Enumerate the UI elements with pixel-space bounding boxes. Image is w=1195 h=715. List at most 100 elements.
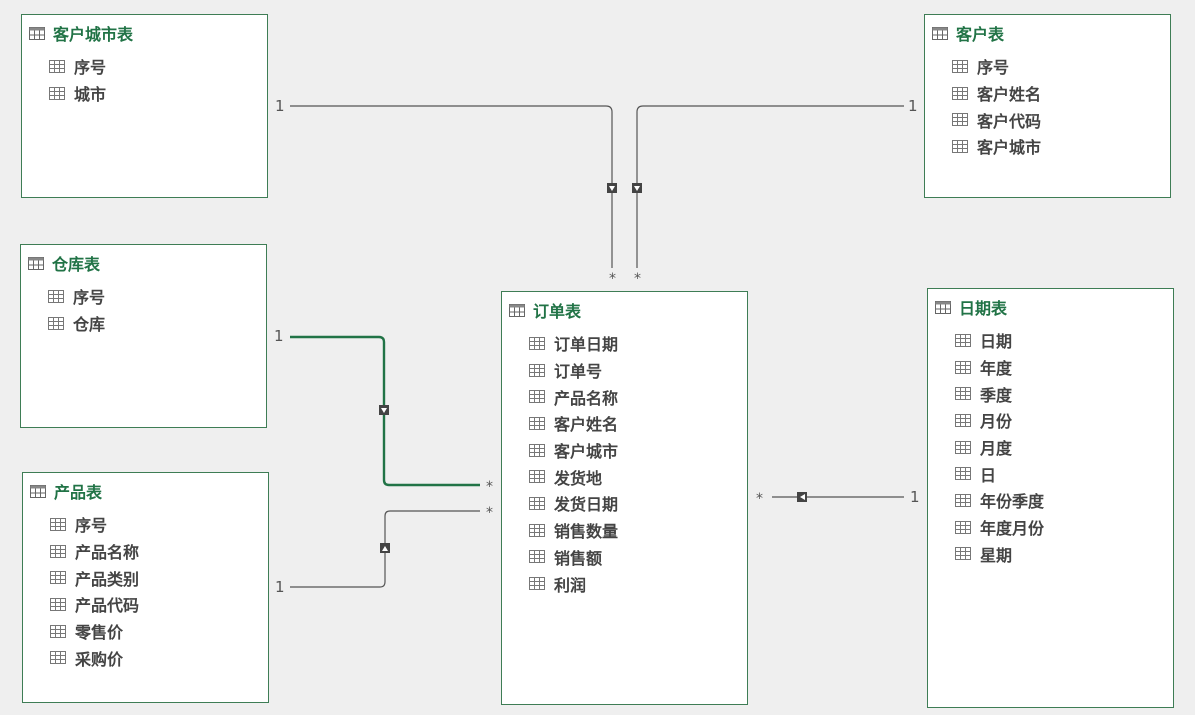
field-name: 订单号 (554, 362, 603, 382)
field-name: 产品代码 (75, 596, 140, 616)
table-icon (509, 303, 525, 317)
table-icon (932, 26, 948, 40)
table-date[interactable]: 日期表 日期 年度 季度 月份 月度 日 年份季度 年度月份 星期 (927, 288, 1174, 708)
field-icon (529, 416, 545, 430)
field-name: 序号 (74, 58, 107, 78)
field-item[interactable]: 星期 (955, 541, 1044, 568)
field-icon (955, 520, 971, 534)
field-item[interactable]: 产品类别 (50, 564, 139, 591)
table-title[interactable]: 产品表 (30, 481, 103, 502)
field-item[interactable]: 客户姓名 (952, 80, 1041, 107)
field-item[interactable]: 仓库 (48, 310, 105, 337)
field-item[interactable]: 日期 (955, 327, 1044, 354)
field-item[interactable]: 销售数量 (529, 517, 618, 544)
relationship-customer-orders[interactable] (632, 105, 904, 268)
field-icon (529, 390, 545, 404)
table-title[interactable]: 仓库表 (28, 253, 101, 274)
field-item[interactable]: 序号 (49, 53, 106, 80)
table-title[interactable]: 客户表 (932, 23, 1004, 44)
field-icon (955, 413, 971, 427)
field-list: 序号 城市 (49, 53, 106, 106)
field-item[interactable]: 城市 (49, 80, 106, 107)
field-name: 发货地 (554, 468, 603, 488)
field-item[interactable]: 日 (955, 460, 1044, 487)
field-name: 星期 (980, 545, 1013, 565)
field-icon (952, 86, 968, 100)
table-name: 产品表 (54, 483, 103, 502)
field-icon (955, 360, 971, 374)
field-item[interactable]: 客户姓名 (529, 410, 618, 437)
field-icon (50, 624, 66, 638)
field-item[interactable]: 客户代码 (952, 106, 1041, 133)
table-title[interactable]: 客户城市表 (29, 23, 133, 44)
field-name: 日 (980, 465, 997, 485)
field-name: 发货日期 (554, 495, 619, 515)
field-item[interactable]: 销售额 (529, 544, 618, 571)
field-icon (952, 113, 968, 127)
table-product[interactable]: 产品表 序号 产品名称 产品类别 产品代码 零售价 采购价 (22, 472, 269, 703)
cardinality-one-label: 1 (908, 97, 918, 115)
field-item[interactable]: 序号 (50, 511, 139, 538)
table-icon (29, 26, 45, 40)
relationship-warehouse-orders[interactable] (290, 335, 480, 487)
field-item[interactable]: 订单号 (529, 357, 618, 384)
field-name: 年份季度 (980, 492, 1045, 512)
relationship-customer-city-orders[interactable] (290, 105, 617, 268)
field-item[interactable]: 序号 (952, 53, 1041, 80)
field-name: 月度 (980, 439, 1013, 459)
field-icon (955, 387, 971, 401)
field-item[interactable]: 利润 (529, 570, 618, 597)
field-item[interactable]: 订单日期 (529, 330, 618, 357)
field-name: 客户姓名 (554, 415, 619, 435)
table-customer-city[interactable]: 客户城市表 序号 城市 (21, 14, 268, 198)
relationship-product-orders[interactable] (290, 510, 480, 588)
field-item[interactable]: 年度月份 (955, 514, 1044, 541)
table-title[interactable]: 日期表 (935, 297, 1007, 318)
field-name: 采购价 (75, 649, 124, 669)
field-item[interactable]: 季度 (955, 380, 1044, 407)
field-item[interactable]: 月度 (955, 434, 1044, 461)
field-name: 零售价 (75, 623, 124, 643)
field-icon (955, 333, 971, 347)
field-item[interactable]: 发货地 (529, 463, 618, 490)
field-item[interactable]: 发货日期 (529, 490, 618, 517)
field-item[interactable]: 产品名称 (529, 383, 618, 410)
relationship-date-orders[interactable] (772, 492, 904, 502)
field-item[interactable]: 客户城市 (952, 133, 1041, 160)
cardinality-one-label: 1 (910, 488, 920, 506)
field-name: 销售数量 (554, 522, 619, 542)
field-item[interactable]: 序号 (48, 283, 105, 310)
field-item[interactable]: 产品名称 (50, 538, 139, 565)
field-list: 日期 年度 季度 月份 月度 日 年份季度 年度月份 星期 (955, 327, 1044, 567)
field-icon (50, 517, 66, 531)
field-icon (49, 59, 65, 73)
field-item[interactable]: 零售价 (50, 618, 139, 645)
field-name: 季度 (980, 385, 1013, 405)
cardinality-one-label: 1 (275, 97, 285, 115)
field-icon (952, 139, 968, 153)
table-title[interactable]: 订单表 (509, 300, 581, 321)
field-name: 序号 (73, 288, 106, 308)
cardinality-one-label: 1 (275, 578, 285, 596)
field-item[interactable]: 客户城市 (529, 437, 618, 464)
table-orders[interactable]: 订单表 订单日期 订单号 产品名称 客户姓名 客户城市 发货地 发货日期 销售数… (501, 291, 748, 705)
field-name: 序号 (977, 58, 1010, 78)
field-icon (955, 547, 971, 561)
field-icon (48, 289, 64, 303)
field-item[interactable]: 产品代码 (50, 591, 139, 618)
field-icon (952, 59, 968, 73)
field-list: 序号 产品名称 产品类别 产品代码 零售价 采购价 (50, 511, 139, 671)
table-name: 仓库表 (52, 255, 101, 274)
field-name: 订单日期 (554, 335, 619, 355)
field-item[interactable]: 月份 (955, 407, 1044, 434)
field-item[interactable]: 年份季度 (955, 487, 1044, 514)
field-item[interactable]: 采购价 (50, 644, 139, 671)
field-icon (529, 496, 545, 510)
field-item[interactable]: 年度 (955, 354, 1044, 381)
field-icon (50, 571, 66, 585)
field-icon (529, 363, 545, 377)
table-customer[interactable]: 客户表 序号 客户姓名 客户代码 客户城市 (924, 14, 1171, 198)
table-warehouse[interactable]: 仓库表 序号 仓库 (20, 244, 267, 428)
